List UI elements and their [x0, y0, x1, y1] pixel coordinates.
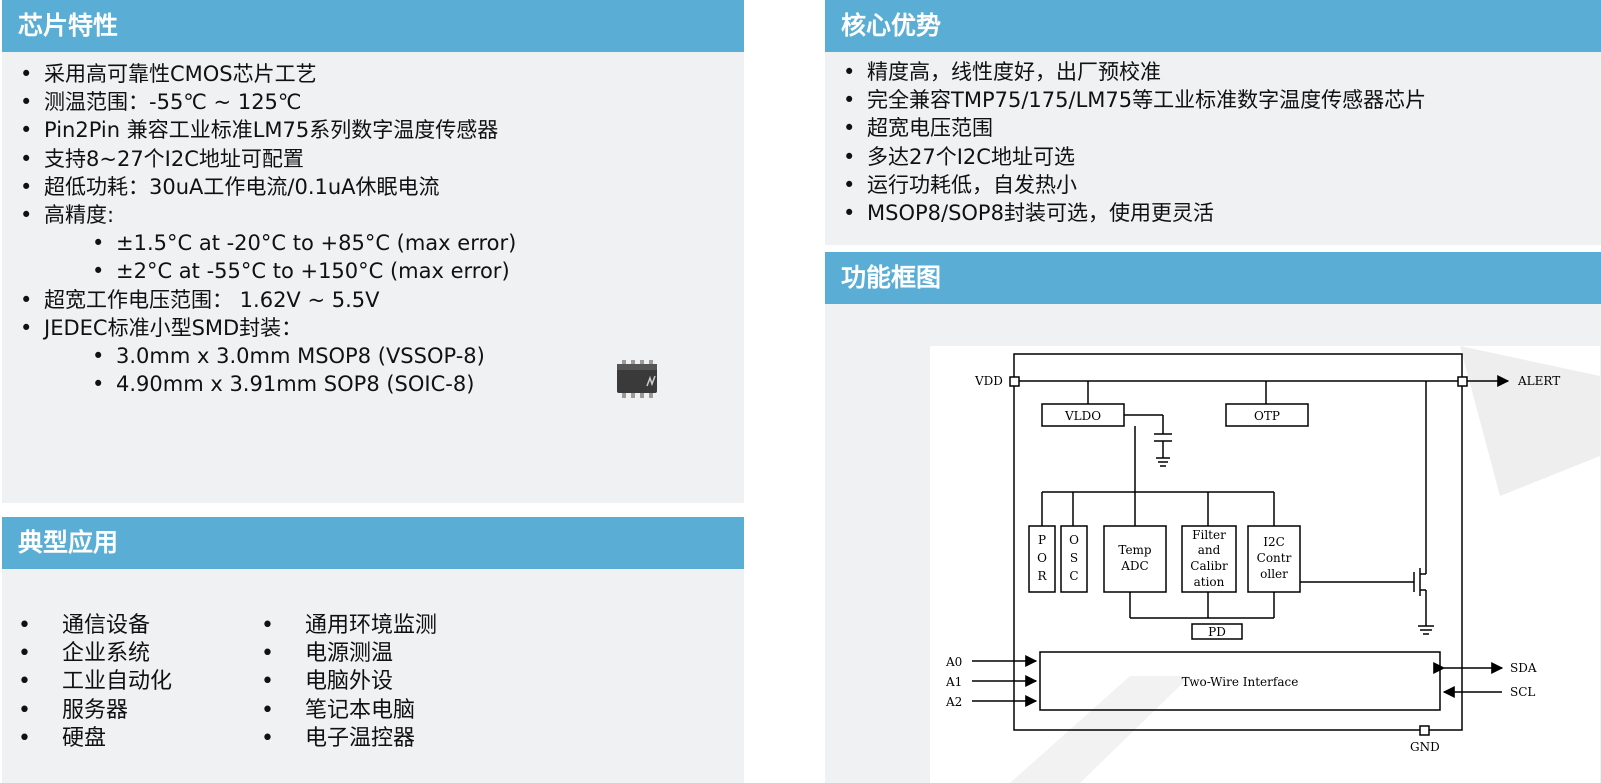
pin-a0: A0 — [945, 655, 962, 669]
feature-item: 高精度: — [20, 201, 516, 229]
applications-panel: 典型应用 通信设备企业系统工业自动化服务器硬盘 通用环境监测电源测温电脑外设笔记… — [2, 517, 744, 783]
pin-alert: ALERT — [1517, 374, 1560, 388]
feature-item: 测温范围：-55℃ ~ 125℃ — [20, 88, 516, 116]
filter-label-4: ation — [1194, 575, 1225, 589]
por-label-2: O — [1037, 551, 1047, 565]
advantage-item: 运行功耗低，自发热小 — [843, 171, 1426, 199]
osc-label-1: O — [1069, 533, 1079, 547]
pin-a1: A1 — [945, 675, 962, 689]
por-block — [1028, 525, 1056, 593]
feature-item: Pin2Pin 兼容工业标准LM75系列数字温度传感器 — [20, 116, 516, 144]
pd-block — [1191, 623, 1243, 640]
application-item: 笔记本电脑 — [261, 697, 437, 725]
advantages-panel: 核心优势 精度高，线性度好，出厂预校准完全兼容TMP75/175/LM75等工业… — [825, 0, 1601, 245]
temp-adc-block — [1103, 525, 1167, 593]
application-item: 硬盘 — [18, 725, 172, 753]
por-label-3: R — [1037, 569, 1047, 583]
application-item: 电脑外设 — [261, 668, 437, 696]
feature-item: 4.90mm x 3.91mm SOP8 (SOIC-8) — [44, 370, 516, 398]
application-item: 企业系统 — [18, 640, 172, 668]
application-item: 电源测温 — [261, 640, 437, 668]
advantage-item: 完全兼容TMP75/175/LM75等工业标准数字温度传感器芯片 — [843, 86, 1426, 114]
i2c-label-2: Contr — [1257, 551, 1292, 565]
features-panel: 芯片特性 采用高可靠性CMOS芯片工艺测温范围：-55℃ ~ 125℃Pin2P… — [2, 0, 744, 503]
feature-item: 支持8~27个I2C地址可配置 — [20, 145, 516, 173]
application-item: 电子温控器 — [261, 725, 437, 753]
pin-vdd: VDD — [974, 374, 1003, 388]
feature-item: ±2°C at -55°C to +150°C (max error) — [44, 257, 516, 285]
i2c-label-1: I2C — [1263, 535, 1285, 549]
applications-column-1: 通信设备企业系统工业自动化服务器硬盘 — [18, 612, 172, 753]
advantages-list: 精度高，线性度好，出厂预校准完全兼容TMP75/175/LM75等工业标准数字温… — [843, 58, 1426, 227]
feature-item: JEDEC标准小型SMD封装： — [20, 314, 516, 342]
chip-package-icon — [617, 360, 657, 398]
i2c-label-3: oller — [1260, 567, 1288, 581]
feature-item: 超宽工作电压范围： 1.62V ~ 5.5V — [20, 286, 516, 314]
advantages-header: 核心优势 — [825, 0, 1601, 52]
filter-label-2: and — [1198, 543, 1221, 557]
filter-block — [1181, 525, 1237, 593]
application-item: 通信设备 — [18, 612, 172, 640]
application-item: 服务器 — [18, 697, 172, 725]
osc-label-2: S — [1070, 551, 1078, 565]
two-wire-interface-block — [1039, 651, 1441, 711]
block-diagram-header: 功能框图 — [825, 252, 1601, 304]
advantage-item: 多达27个I2C地址可选 — [843, 143, 1426, 171]
advantage-item: 超宽电压范围 — [843, 114, 1426, 142]
applications-column-2: 通用环境监测电源测温电脑外设笔记本电脑电子温控器 — [261, 612, 437, 753]
filter-label-1: Filter — [1192, 528, 1226, 542]
osc-block — [1060, 525, 1088, 593]
features-list: 采用高可靠性CMOS芯片工艺测温范围：-55℃ ~ 125℃Pin2Pin 兼容… — [20, 60, 516, 399]
application-item: 通用环境监测 — [261, 612, 437, 640]
pin-sda: SDA — [1510, 661, 1537, 675]
vldo-label: VLDO — [1064, 409, 1101, 423]
feature-item: 3.0mm x 3.0mm MSOP8 (VSSOP-8) — [44, 342, 516, 370]
por-label-1: P — [1038, 533, 1046, 547]
two-wire-interface-label: Two-Wire Interface — [1182, 675, 1299, 689]
block-diagram: VDD ALERT VLDO OTP P O R O S C Temp ADC … — [930, 346, 1600, 783]
application-item: 工业自动化 — [18, 668, 172, 696]
pd-label: PD — [1208, 625, 1226, 639]
advantage-item: MSOP8/SOP8封装可选，使用更灵活 — [843, 199, 1426, 227]
applications-header: 典型应用 — [2, 517, 744, 569]
feature-item: 超低功耗：30uA工作电流/0.1uA休眠电流 — [20, 173, 516, 201]
otp-block — [1225, 403, 1309, 427]
feature-item: ±1.5°C at -20°C to +85°C (max error) — [44, 229, 516, 257]
pin-scl: SCL — [1510, 685, 1535, 699]
advantage-item: 精度高，线性度好，出厂预校准 — [843, 58, 1426, 86]
feature-item: 采用高可靠性CMOS芯片工艺 — [20, 60, 516, 88]
otp-label: OTP — [1254, 409, 1280, 423]
pin-gnd: GND — [1410, 740, 1440, 754]
filter-label-3: Calibr — [1190, 559, 1228, 573]
osc-label-3: C — [1069, 569, 1078, 583]
temp-adc-label-2: ADC — [1120, 559, 1148, 573]
temp-adc-label-1: Temp — [1118, 543, 1152, 557]
pin-a2: A2 — [945, 695, 962, 709]
features-header: 芯片特性 — [2, 0, 744, 52]
